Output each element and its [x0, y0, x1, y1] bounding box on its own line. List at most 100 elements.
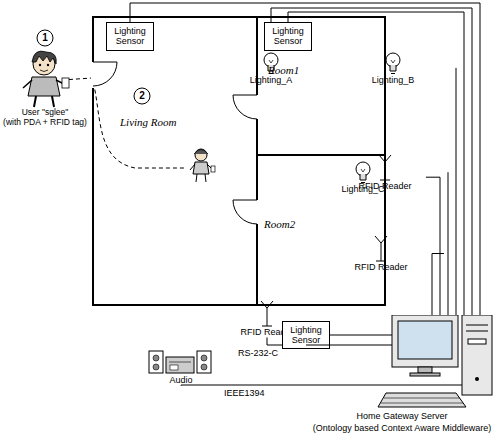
user-figure-part [23, 80, 32, 88]
sensor-box: Lighting Sensor [264, 22, 312, 51]
user-caption: (with PDA + RFID tag) [3, 118, 87, 128]
user-figure [20, 50, 70, 108]
person-figure-part [195, 149, 207, 161]
wire-connector [130, 3, 480, 315]
rfid-node: RFID Reader [318, 234, 444, 272]
computer-part [392, 315, 458, 367]
computer-part [306, 385, 462, 386]
rfid-antenna-part [381, 243, 382, 261]
audio-set-part [169, 362, 191, 363]
light-node: Lighting_C [300, 160, 426, 194]
light-bulb-part [361, 182, 365, 183]
light-bulb-part [391, 60, 395, 63]
rfid-antenna-part [376, 261, 386, 262]
audio-set-part [166, 357, 194, 373]
device-name: Audio [169, 375, 192, 385]
rfid-antenna [256, 299, 278, 327]
door-part [254, 200, 260, 224]
user-figure-part [34, 96, 36, 107]
light-bulb [384, 51, 402, 75]
computer-part [466, 331, 488, 332]
door-part [93, 62, 117, 86]
computer-part [466, 325, 488, 326]
sensor-box: Lighting Sensor [106, 22, 154, 51]
door [91, 62, 260, 224]
computer-part [381, 403, 463, 404]
sensor-name: Lighting Sensor [267, 26, 309, 47]
room-name: Room1 [268, 64, 299, 77]
user-caption: User "sglee" [22, 108, 69, 118]
room-name: Room2 [264, 218, 295, 231]
light-bulb [354, 160, 372, 184]
computer-part [468, 339, 486, 344]
person-figure-part [211, 166, 215, 172]
computer-part [378, 393, 466, 407]
computer-part [398, 321, 452, 359]
rfid-antenna-part [267, 308, 268, 326]
computer-part [418, 367, 432, 373]
light-bulb-part [391, 73, 395, 74]
audio-set-part [201, 364, 207, 370]
person-figure-part [196, 174, 197, 182]
server-caption: Home Gateway Server [306, 411, 498, 421]
audio-set-part [201, 355, 207, 361]
door-part [233, 200, 257, 224]
user-figure-part [47, 64, 49, 66]
user-figure-part [40, 70, 48, 72]
room-name: Living Room [120, 116, 177, 129]
light-bulb-part [360, 174, 366, 180]
door-part [91, 62, 96, 88]
person-figure-part [194, 150, 208, 155]
wire-connector [288, 12, 464, 315]
person-figure-part [205, 174, 206, 182]
user-node: User "sglee"(with PDA + RFID tag) [2, 50, 88, 128]
wire-connector [271, 8, 472, 315]
callout-number: 1 [38, 32, 52, 44]
wire-connector [456, 68, 457, 315]
reader-name: RFID Reader [354, 262, 407, 272]
light-node: Lighting_B [330, 51, 456, 85]
person-figure-part [190, 164, 195, 170]
user-figure-part [28, 77, 60, 96]
door-part [254, 95, 260, 119]
server-caption: (Ontology based Context Aware Middleware… [306, 423, 498, 433]
wire-connector [448, 172, 449, 315]
audio-set [148, 347, 214, 375]
light-bulb-part [386, 53, 400, 67]
server-node: Home Gateway Server (Ontology based Conte… [306, 315, 498, 435]
computer-part [384, 398, 460, 399]
callout-circle-part [134, 88, 150, 104]
bus-label: IEEE1394 [222, 388, 267, 399]
rfid-antenna-part [375, 236, 387, 243]
wire-connector [181, 385, 306, 387]
rfid-antenna-part [262, 326, 272, 327]
room-region: Living RoomLighting SensorLighting_ARFID… [92, 16, 258, 306]
user-figure-part [52, 96, 54, 107]
audio-set-part [153, 364, 159, 370]
bus-label: RS-232-C [236, 348, 280, 359]
light-bulb-part [361, 169, 365, 172]
audio-set-part [153, 355, 159, 361]
sensor-name: Lighting Sensor [109, 26, 151, 47]
light-bulb-part [269, 60, 273, 63]
rfid-antenna [370, 234, 392, 262]
door-part [233, 95, 257, 119]
audio-set-part [197, 351, 211, 373]
person-figure [190, 149, 215, 182]
light-bulb-part [390, 65, 396, 71]
computer [306, 315, 498, 410]
light-name: Lighting_B [372, 75, 415, 85]
room-region: Room1Lighting SensorLighting_BRFID Reade… [256, 16, 386, 156]
wire-connector [432, 254, 444, 316]
person-figure-part [193, 162, 209, 174]
computer-part [475, 377, 479, 381]
audio-set-part [149, 351, 163, 373]
callout-circle-part [37, 30, 53, 46]
user-figure-part [39, 64, 41, 66]
light-bulb-part [356, 162, 370, 176]
user-figure-part [32, 51, 56, 64]
callout-number: 2 [135, 90, 149, 102]
person-figure-part [207, 164, 212, 169]
user-figure-part [62, 78, 69, 88]
